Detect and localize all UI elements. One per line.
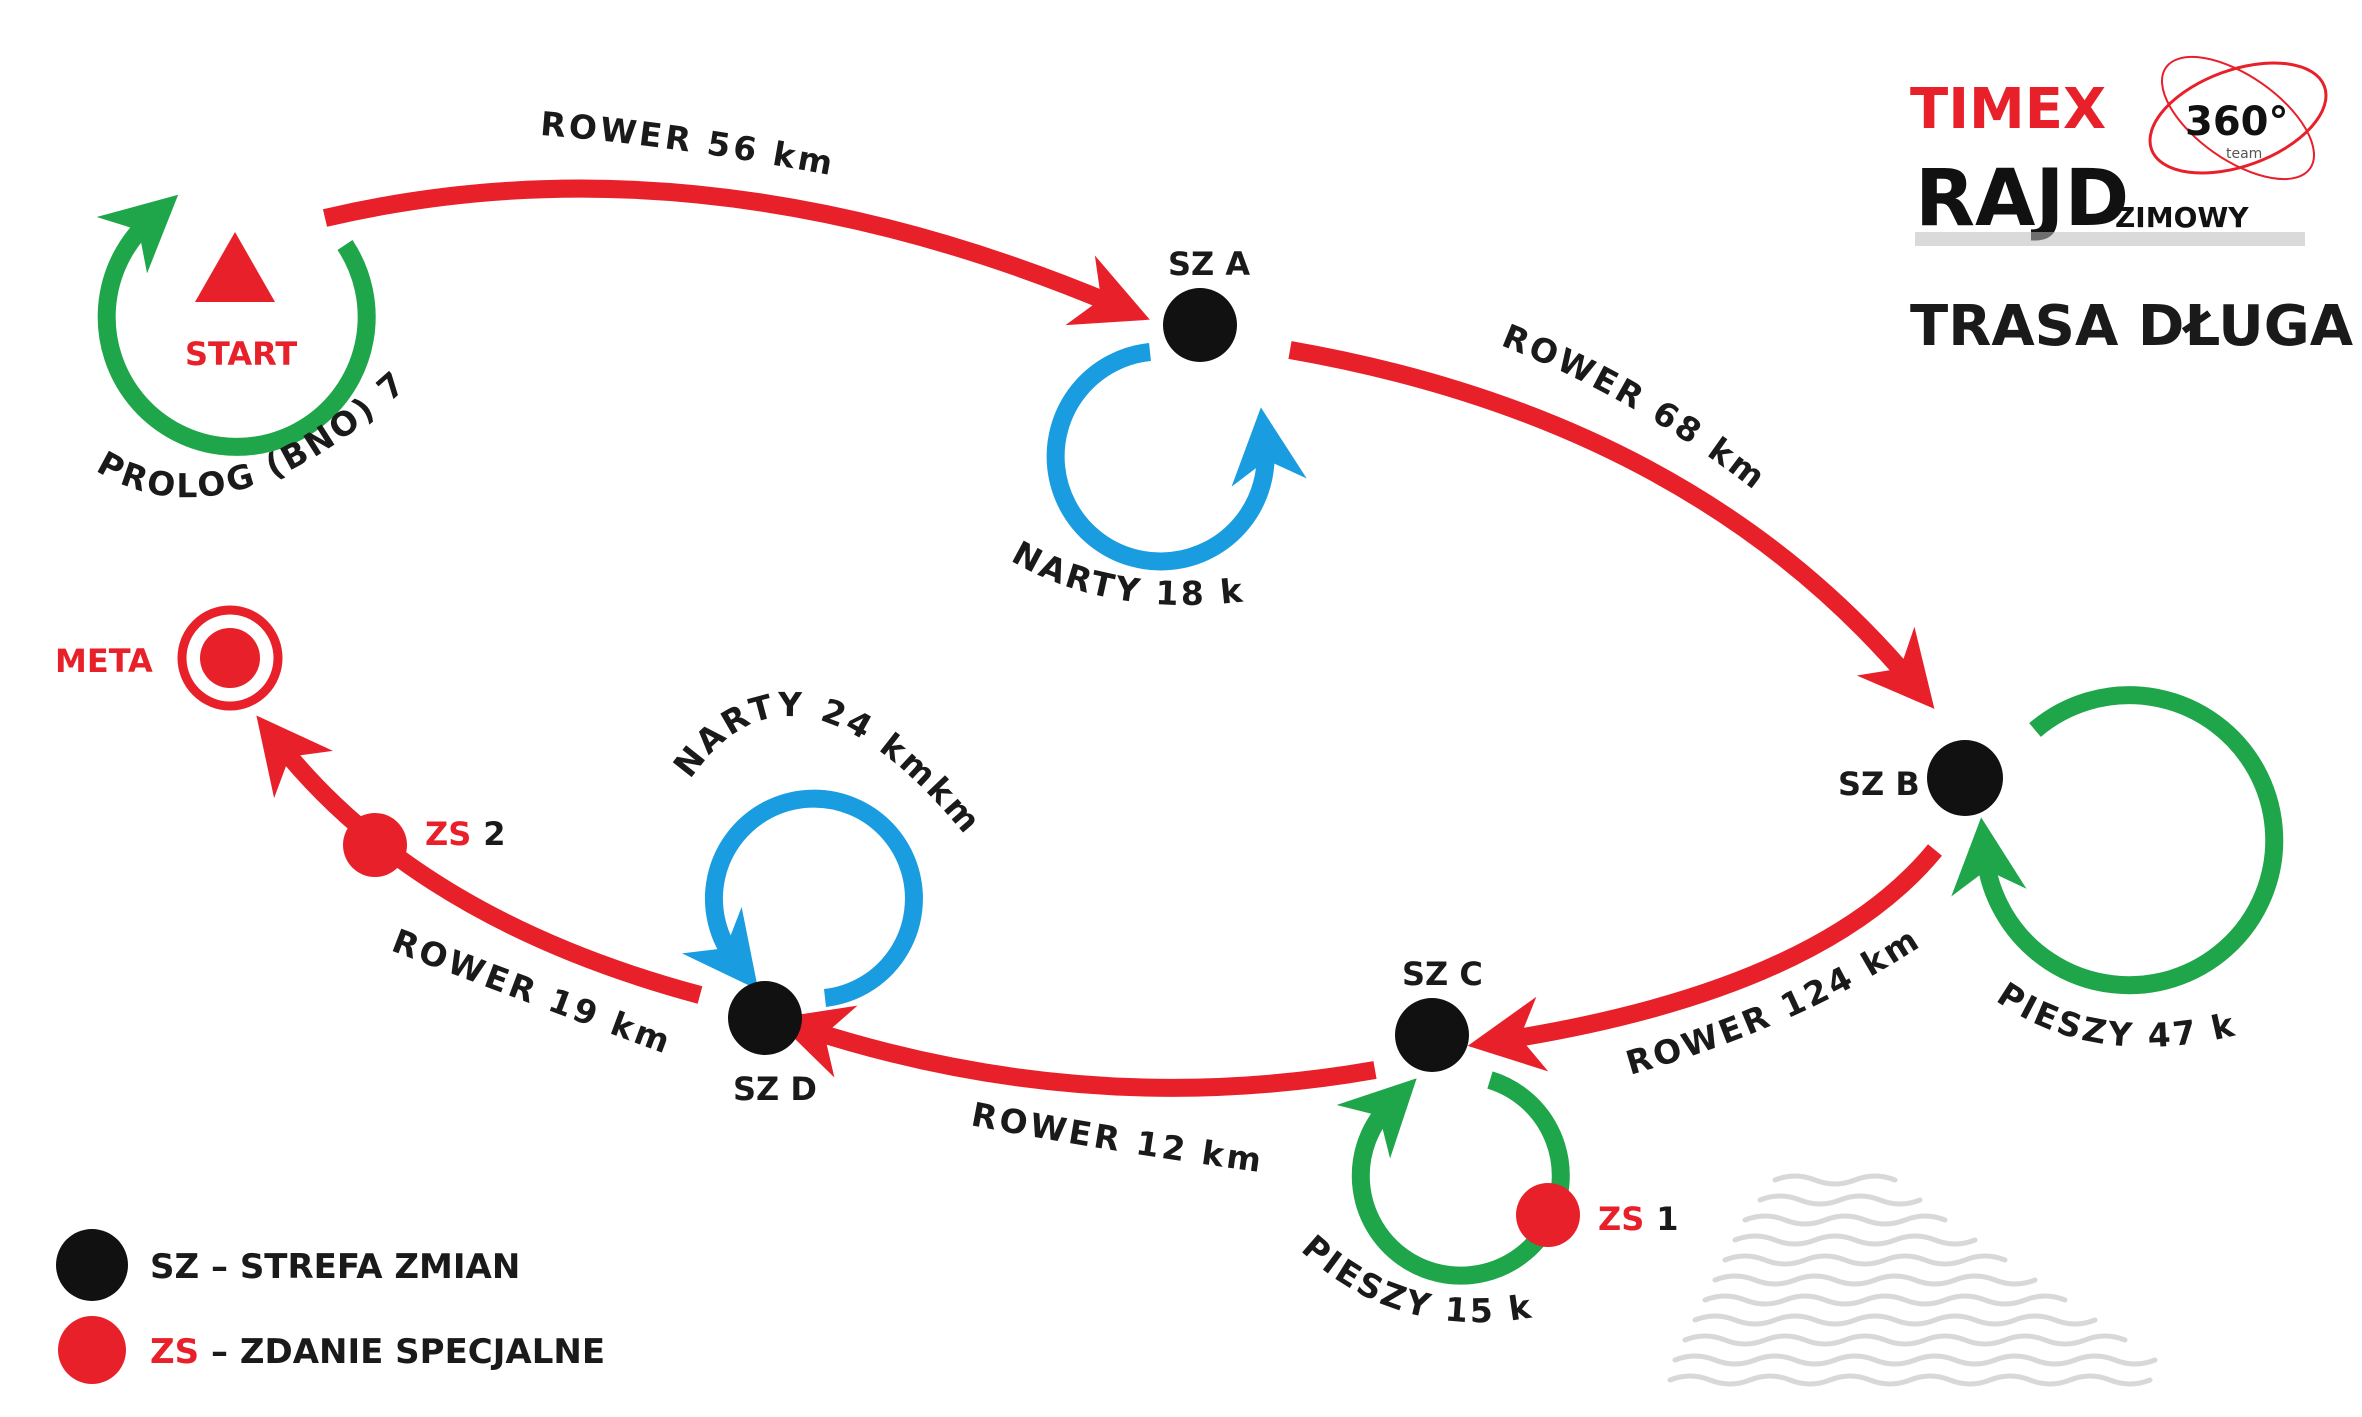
legend: SZ – STREFA ZMIAN ZS – ZDANIE SPECJALNE [56,1229,605,1384]
sz-c-node [1395,998,1469,1072]
legend-zs-prefix: ZS [150,1332,199,1372]
meta-target-inner-icon [200,628,260,688]
sz-d-label: SZ D [733,1070,817,1108]
sz-b-node [1927,740,2003,816]
rower-68-path [1288,341,1935,709]
zs-1-node [1516,1183,1580,1247]
legend-sz-icon [56,1229,128,1301]
legend-sz-text: – STREFA ZMIAN [199,1247,520,1287]
start-label: START [185,335,297,373]
zs-1-label: ZS 1 [1598,1200,1679,1238]
meta-label: META [55,642,153,680]
zs-2-node [343,813,407,877]
legend-zs-label: ZS – ZDANIE SPECJALNE [150,1332,605,1372]
zs-2-prefix: ZS [425,815,471,853]
zs-2-label: ZS 2 [425,815,506,853]
rower-12-path [774,1005,1377,1097]
logo-orbit-icon [2148,61,2328,175]
legend-sz-label: SZ – STREFA ZMIAN [150,1247,520,1287]
segment-label-rower-56: ROWER 56 km [539,104,838,183]
zs-1-prefix: ZS [1598,1200,1644,1238]
segment-label-rower-12: ROWER 12 km [968,1095,1266,1181]
narty-18-loop-path [1046,343,1307,571]
start-triangle-icon [195,232,275,302]
sz-a-node [1163,288,1237,362]
logo-badge: 360° [2185,99,2289,145]
rower-56-path [322,179,1150,326]
legend-sz-prefix: SZ [150,1247,199,1287]
zs-2-number: 2 [483,815,505,853]
segment-label-prolog: PROLOG (BNO) 7 km [0,0,425,506]
wave-decoration-icon [1667,1173,2158,1387]
rower-19-path [256,715,703,1004]
sz-d-node [728,981,802,1055]
sz-a-label: SZ A [1168,245,1250,283]
rower-124-path [1467,844,1942,1072]
prolog-loop-path [96,194,376,456]
legend-zs-text: – ZDANIE SPECJALNE [199,1332,605,1372]
segment-label-narty-24: NARTY 24 kmkm [665,685,990,842]
legend-zs-icon [58,1316,126,1384]
logo: TIMEX 360° team RAJD ZIMOWY TRASA DŁUGA [1910,55,2354,359]
logo-event-sub: ZIMOWY [2115,201,2249,234]
segment-label-narty-18: NARTY 18 km [0,0,1247,613]
zs-1-number: 1 [1656,1200,1678,1238]
logo-event-main: RAJD [1915,154,2129,244]
narty-24-loop-path [681,789,923,1007]
sz-c-label: SZ C [1402,955,1483,993]
route-title: TRASA DŁUGA [1910,294,2354,359]
sz-b-label: SZ B [1838,765,1920,803]
segment-label-pieszy-47: PIESZY 47 km [0,0,2237,1055]
pieszy-47-loop-path [1951,686,2284,995]
logo-orbit-icon-2 [2160,55,2316,181]
meta-target-outer-icon [177,605,283,711]
pieszy-15-loop-path [1336,1071,1570,1285]
logo-team: team [2226,146,2262,162]
logo-brand: TIMEX [1910,77,2106,142]
logo-reflection [1915,232,2305,246]
